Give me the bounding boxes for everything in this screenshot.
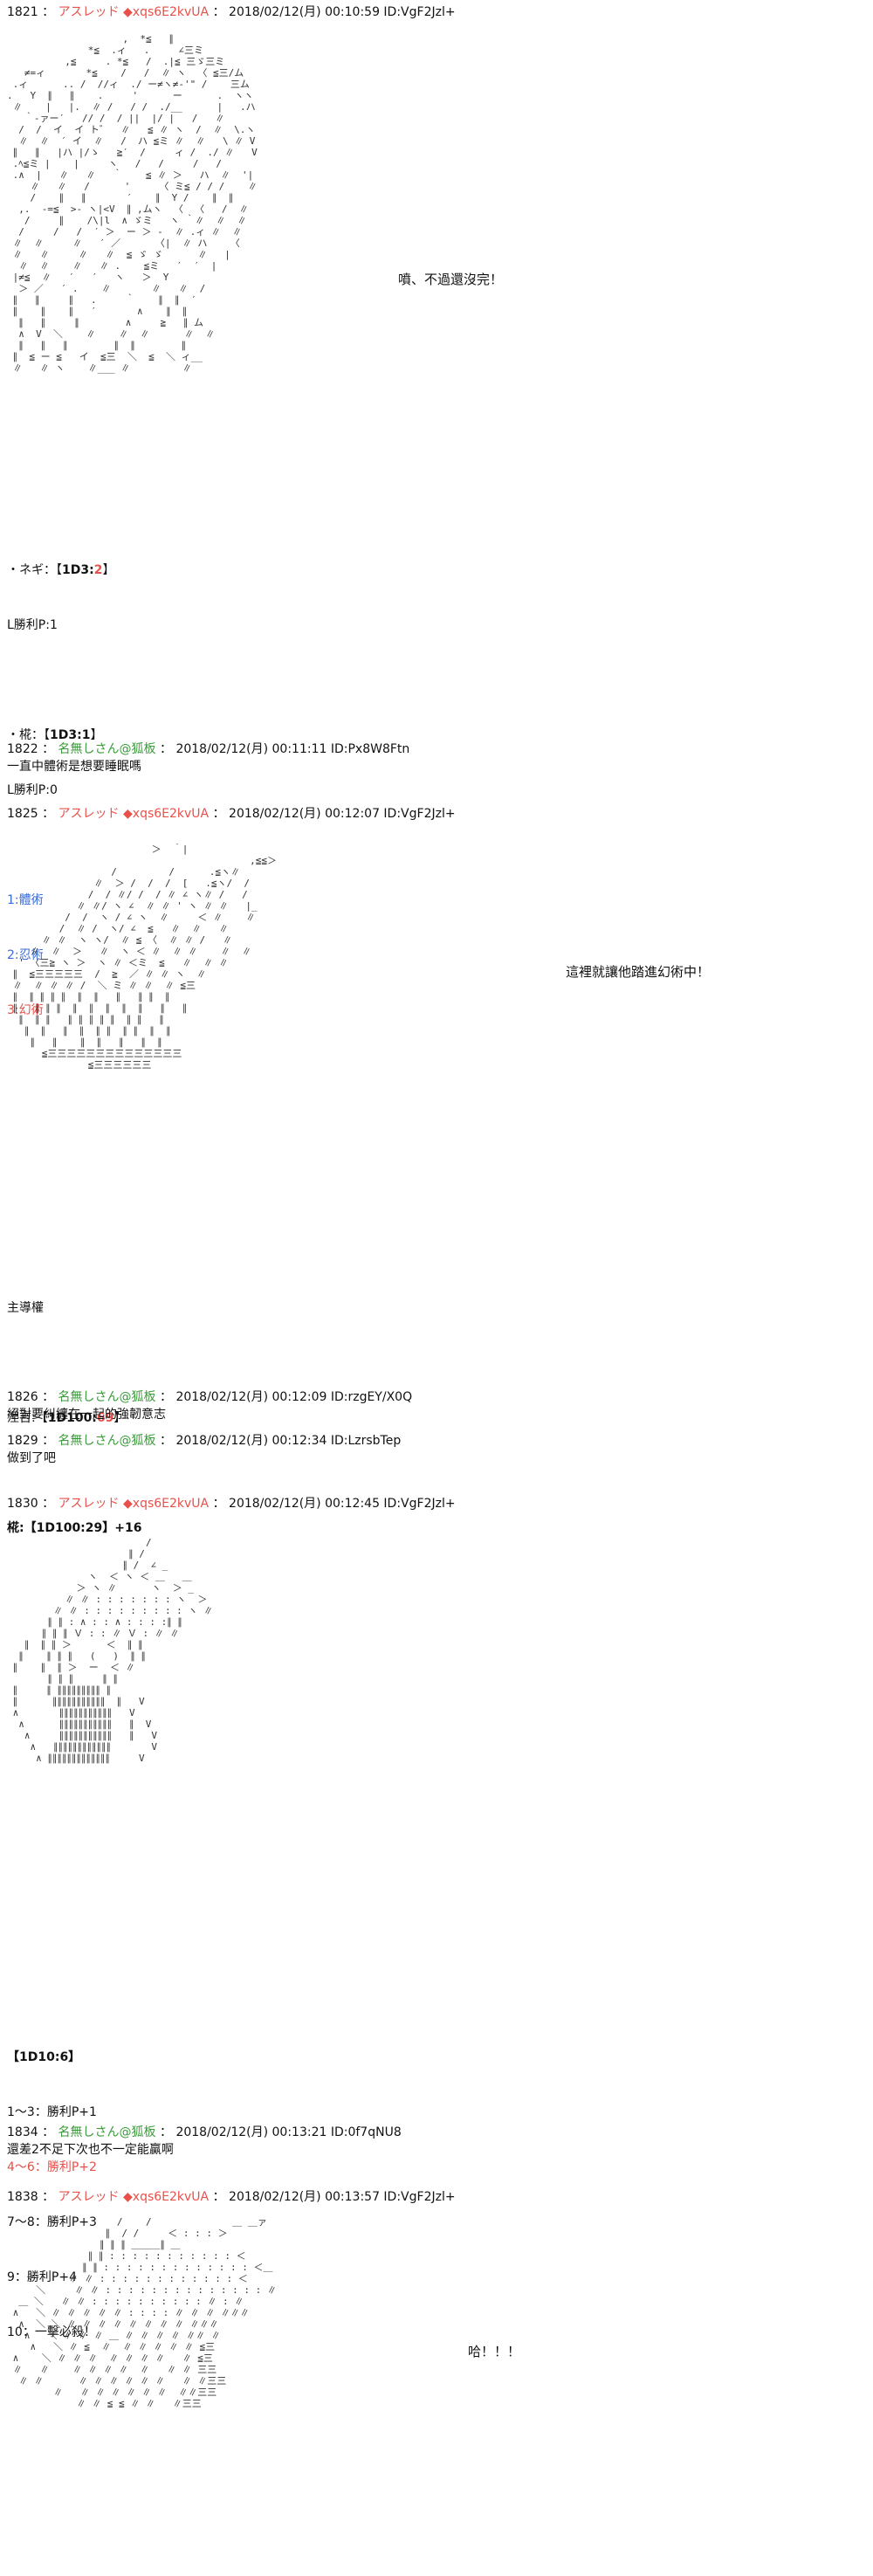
trip-diamond-icon: ◆ xyxy=(123,5,133,19)
trip-diamond-icon: ◆ xyxy=(123,2190,133,2204)
dice-line: L勝利P:0 xyxy=(7,783,58,797)
post-header: 1829 ： 名無しさん@狐板 ： 2018/02/12(月) 00:12:34… xyxy=(7,1434,402,1448)
post-1829: 1829 ： 名無しさん@狐板 ： 2018/02/12(月) 00:12:34… xyxy=(7,1432,866,1467)
post-number[interactable]: 1822 xyxy=(7,742,38,756)
speech-text: 哈！！！ xyxy=(468,2344,521,2359)
post-1825: 1825 ： アスレッド ◆xqs6E2kvUA ： 2018/02/12(月)… xyxy=(7,805,866,1574)
result-row: 10：一擊必殺！ xyxy=(7,2325,96,2339)
dice-line xyxy=(7,672,866,690)
poster-name: アスレッド xyxy=(58,2190,120,2204)
post-header: 1825 ： アスレッド ◆xqs6E2kvUA ： 2018/02/12(月)… xyxy=(7,807,456,821)
result-row: 9：勝利P+4 xyxy=(7,2270,77,2284)
option-2: 2:忍術 xyxy=(7,948,44,962)
poster-trip: xqs6E2kvUA xyxy=(132,1497,210,1511)
ascii-art: ＞ ｀| ,≦≦＞ / / .≦ヽ∥ ∥ ＞ / / / [ .≦ヽ/ / / … xyxy=(12,844,278,1071)
post-meta: 2018/02/12(月) 00:13:57 ID:VgF2Jzl+ xyxy=(229,2190,456,2204)
post-header: 1834 ： 名無しさん@狐板 ： 2018/02/12(月) 00:13:21… xyxy=(7,2125,402,2139)
post-1834: 1834 ： 名無しさん@狐板 ： 2018/02/12(月) 00:13:21… xyxy=(7,2124,866,2159)
result-row: 4〜6：勝利P+2 xyxy=(7,2160,97,2174)
poster-trip: xqs6E2kvUA xyxy=(132,2190,210,2204)
dice-line: ・椛：【1D3:1】 xyxy=(7,728,103,742)
dice-line xyxy=(7,1464,866,1483)
post-number[interactable]: 1829 xyxy=(7,1434,38,1448)
dice-block: ・ネギ：【1D3:2】 L勝利P:1 ・椛：【1D3:1】 L勝利P:0 1:體… xyxy=(7,525,866,1057)
result-row: 1〜3：勝利P+1 xyxy=(7,2105,97,2119)
post-number[interactable]: 1834 xyxy=(7,2125,38,2139)
ascii-art: / ∥ / ∥ / ∠ _ ヽ ＜ ヽ ＜ ＿ ＿ ＞ ヽ ∥ ヽ ＞ _ ∥ … xyxy=(12,1537,214,1764)
post-1822: 1822 ： 名無しさん@狐板 ： 2018/02/12(月) 00:11:11… xyxy=(7,740,866,775)
post-meta: 2018/02/12(月) 00:12:09 ID:rzgEY/X0Q xyxy=(175,1390,413,1404)
poster-name: アスレッド xyxy=(58,1497,120,1511)
poster-trip: xqs6E2kvUA xyxy=(132,5,210,19)
post-meta: 2018/02/12(月) 00:13:21 ID:0f7qNU8 xyxy=(175,2125,402,2139)
ascii-art: / / ＿ ＿ァ ∥ / / ＜ : : : ＞ ∥ ∥ ∥ ＿＿＿∥ ＿ ∥ … xyxy=(12,2216,277,2409)
poster-name: 名無しさん@狐板 xyxy=(58,2125,156,2139)
post-number[interactable]: 1838 xyxy=(7,2190,38,2204)
post-meta: 2018/02/12(月) 00:12:45 ID:VgF2Jzl+ xyxy=(229,1497,456,1511)
dice-line xyxy=(7,1354,866,1373)
post-1838: 1838 ： アスレッド ◆xqs6E2kvUA ： 2018/02/12(月)… xyxy=(7,2188,866,2574)
post-body: 做到了吧 xyxy=(7,1451,56,1465)
post-header: 1826 ： 名無しさん@狐板 ： 2018/02/12(月) 00:12:09… xyxy=(7,1390,413,1404)
post-number[interactable]: 1821 xyxy=(7,5,38,19)
post-meta: 2018/02/12(月) 00:12:34 ID:LzrsbTep xyxy=(175,1434,402,1448)
post-1821: 1821 ： アスレッド ◆xqs6E2kvUA ： 2018/02/12(月)… xyxy=(7,3,866,1057)
post-number[interactable]: 1826 xyxy=(7,1390,38,1404)
poster-name: 名無しさん@狐板 xyxy=(58,742,156,756)
poster-name: 名無しさん@狐板 xyxy=(58,1390,156,1404)
dice-line: 椛:【1D100:29】+16 xyxy=(7,1521,142,1535)
option-3: 3:幻術 xyxy=(7,1003,44,1017)
poster-name: アスレッド xyxy=(58,5,120,19)
post-number[interactable]: 1825 xyxy=(7,807,38,821)
post-body: 還差2不足下次也不一定能贏啊 xyxy=(7,2143,174,2157)
poster-name: アスレッド xyxy=(58,807,120,821)
dice-line: 主導權 xyxy=(7,1301,44,1315)
dice-line: 涅吉:【1D100:69】 xyxy=(7,1411,127,1425)
post-meta: 2018/02/12(月) 00:10:59 ID:VgF2Jzl+ xyxy=(229,5,456,19)
trip-diamond-icon: ◆ xyxy=(123,1497,133,1511)
speech-text: 噴、不過還沒完！ xyxy=(398,272,504,287)
dice-roll: 【1D10:6】 xyxy=(7,2050,81,2064)
dice-block: 【1D10:6】 1〜3：勝利P+1 4〜6：勝利P+2 7〜8：勝利P+3 9… xyxy=(7,2012,866,2379)
trip-diamond-icon: ◆ xyxy=(123,807,133,821)
poster-name: 名無しさん@狐板 xyxy=(58,1434,156,1448)
post-body: 一直中體術是想要睡眠嗎 xyxy=(7,760,141,774)
result-row: 7〜8：勝利P+3 xyxy=(7,2215,97,2229)
poster-trip: xqs6E2kvUA xyxy=(132,807,210,821)
post-header: 1822 ： 名無しさん@狐板 ： 2018/02/12(月) 00:11:11… xyxy=(7,742,410,756)
post-body: 絕對要糾纏在一起的強韌意志 xyxy=(7,1408,166,1422)
option-1: 1:體術 xyxy=(7,893,44,907)
post-1826: 1826 ： 名無しさん@狐板 ： 2018/02/12(月) 00:12:09… xyxy=(7,1388,866,1423)
post-meta: 2018/02/12(月) 00:11:11 ID:Px8W8Ftn xyxy=(175,742,410,756)
post-header: 1830 ： アスレッド ◆xqs6E2kvUA ： 2018/02/12(月)… xyxy=(7,1497,456,1511)
speech-text: 這裡就讓他踏進幻術中！ xyxy=(566,964,711,980)
post-header: 1838 ： アスレッド ◆xqs6E2kvUA ： 2018/02/12(月)… xyxy=(7,2190,456,2204)
dice-block: 主導權 涅吉:【1D100:69】 椛:【1D100:29】+16 xyxy=(7,1263,866,1574)
dice-line: L勝利P:1 xyxy=(7,618,58,632)
post-number[interactable]: 1830 xyxy=(7,1497,38,1511)
post-header: 1821 ： アスレッド ◆xqs6E2kvUA ： 2018/02/12(月)… xyxy=(7,5,456,19)
ascii-art: , *≦ ∥ *≦ .ィ . ∠三ミ ,≦ . *≦ / .|≦ 三ゞ三ミ ≠=… xyxy=(7,33,258,374)
post-1830: 1830 ： アスレッド ◆xqs6E2kvUA ： 2018/02/12(月)… xyxy=(7,1495,866,2379)
post-meta: 2018/02/12(月) 00:12:07 ID:VgF2Jzl+ xyxy=(229,807,456,821)
dice-line: ・ネギ：【1D3:2】 xyxy=(7,563,115,577)
